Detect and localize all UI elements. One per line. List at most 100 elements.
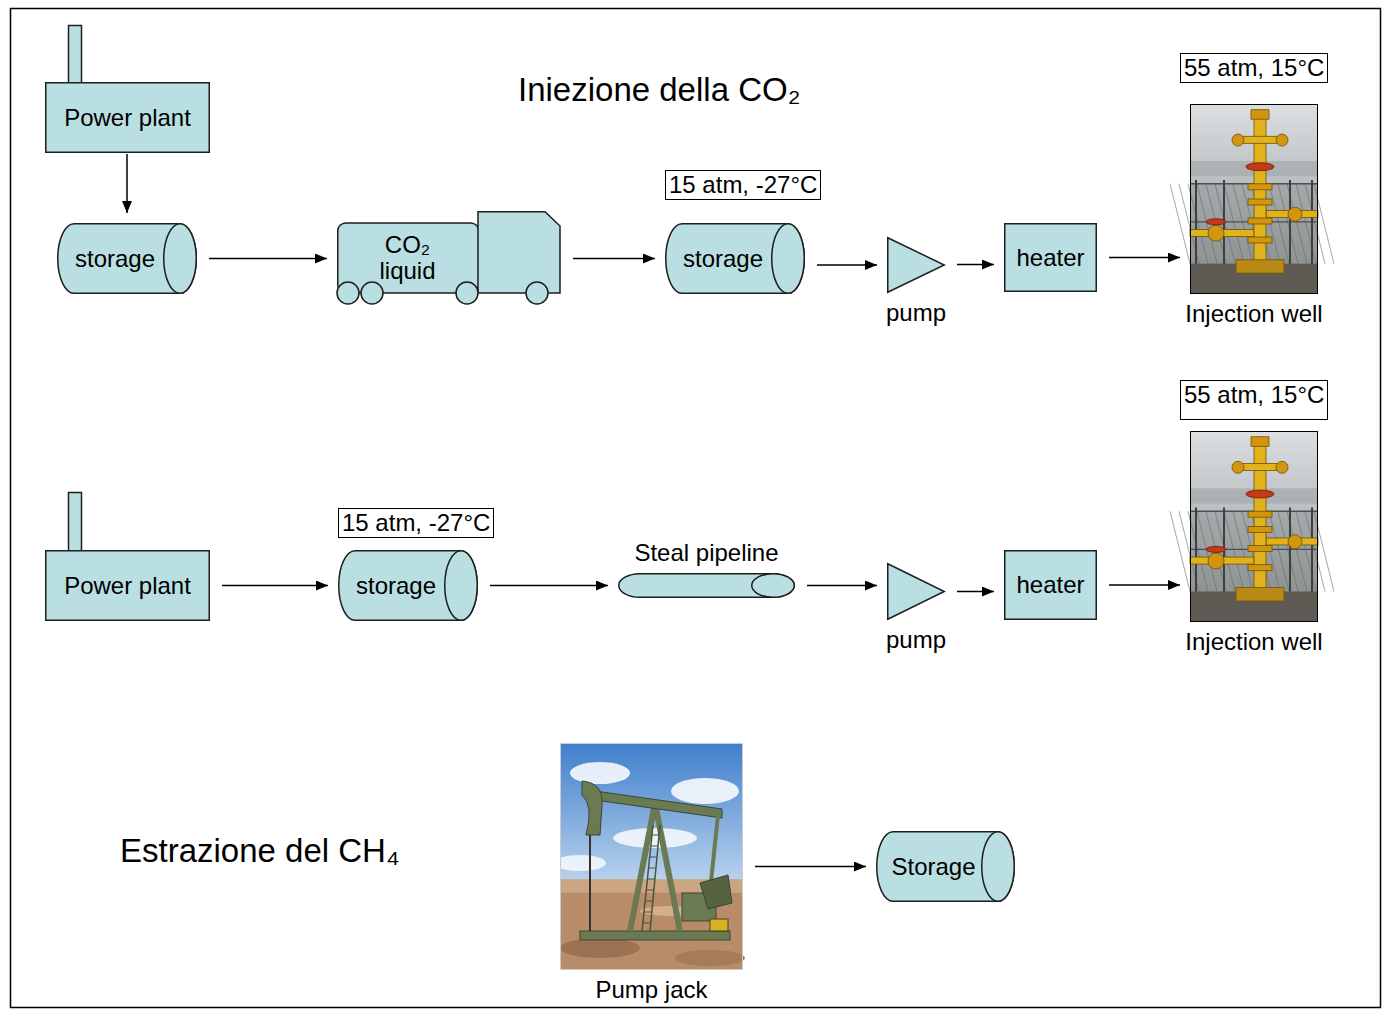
node-label: Power plant — [64, 572, 191, 600]
polished-rod — [589, 835, 591, 931]
text-area: heater — [1004, 550, 1097, 620]
fence-wire — [1170, 511, 1190, 591]
node-cyl: storage — [665, 223, 805, 294]
ladder-rung — [646, 890, 654, 891]
fence-post — [1195, 507, 1197, 593]
node-caption: Injection well — [1185, 300, 1322, 328]
tank-end — [752, 574, 795, 598]
text-area: heater — [1004, 223, 1097, 292]
process-box-outline — [1005, 551, 1097, 620]
pump-symbol — [888, 564, 945, 620]
fence-wire — [1278, 184, 1298, 264]
text-area: storage — [352, 550, 440, 621]
tank-end — [772, 224, 805, 294]
valve — [1232, 134, 1244, 146]
condition-label: 15 atm, -27°C — [665, 170, 821, 200]
fence-wire — [1305, 511, 1325, 591]
truck-cab — [478, 212, 560, 293]
flow-arrow — [490, 585, 608, 587]
flow-arrow — [126, 154, 128, 213]
condition-label: 55 atm, 15°C — [1180, 53, 1328, 83]
shape-outline — [1190, 431, 1318, 622]
flow-arrow — [755, 866, 866, 868]
photo-border — [1191, 432, 1318, 622]
flow-arrow — [573, 258, 655, 260]
tank-end — [164, 224, 197, 294]
diagram-title: Iniezione della CO₂ — [518, 71, 800, 109]
flange — [1248, 565, 1272, 571]
fence-post — [1289, 507, 1291, 593]
ladder-rail — [650, 825, 660, 931]
ground-patch — [675, 950, 745, 966]
node-cyl: storage — [57, 223, 197, 294]
node-caption: Pump jack — [595, 976, 707, 1004]
truck-wheel — [526, 282, 548, 304]
tank-body — [619, 574, 794, 598]
wellhead-cap — [1251, 437, 1269, 447]
condition-label: 55 atm, 15°C — [1180, 380, 1328, 420]
shape-outline — [1190, 104, 1318, 294]
truck-tank — [338, 223, 479, 293]
flange — [1248, 218, 1272, 224]
photo-background — [1190, 431, 1318, 622]
truck-wheel — [361, 282, 383, 304]
truck-wheel — [456, 282, 478, 304]
fence-post — [1195, 180, 1197, 266]
ladder-rung — [647, 879, 655, 880]
fence-wire — [1224, 184, 1244, 264]
chimney — [69, 26, 82, 84]
section-title: Estrazione del CH₄ — [120, 832, 399, 870]
ladder-rung — [643, 923, 651, 924]
node-caption: pump — [886, 299, 946, 327]
node-label: storage — [683, 245, 763, 273]
outer-frame — [11, 9, 1381, 1008]
ladder-rung — [645, 901, 653, 902]
cloud — [554, 855, 606, 871]
node-label: heater — [1016, 244, 1084, 272]
text-area: storage — [679, 223, 767, 294]
node-rect: heater — [1004, 550, 1097, 620]
flange — [1248, 511, 1272, 517]
fence-wire — [1278, 511, 1298, 591]
node-rect: Power plant — [45, 82, 210, 153]
node-truck: CO₂ liquid — [337, 211, 561, 306]
wellhead-base — [1236, 260, 1284, 273]
cloud — [570, 762, 630, 784]
tank-body — [58, 224, 197, 294]
wellhead-base — [1236, 588, 1284, 601]
wellhead-cross — [1240, 463, 1280, 470]
fence-post — [1311, 507, 1313, 593]
ladder-rung — [649, 868, 656, 869]
valve — [1276, 461, 1288, 473]
flow-arrow — [957, 264, 994, 266]
cloud — [671, 778, 739, 804]
flange — [1248, 527, 1272, 533]
node-tri: pump — [887, 237, 945, 293]
fence-wire — [1224, 511, 1244, 591]
node-label: storage — [75, 245, 155, 273]
hand-wheel — [1246, 490, 1274, 498]
text-area: Power plant — [45, 82, 210, 153]
node-rect: Power plant — [45, 550, 210, 621]
wellhead-cap — [1251, 110, 1269, 120]
tank-end — [445, 551, 478, 621]
node-jack: Pump jack — [560, 743, 743, 970]
node-tri: pump — [887, 563, 945, 620]
shape-outline — [337, 211, 561, 306]
node-cyl: storage — [338, 550, 478, 621]
tank-end — [982, 832, 1015, 902]
ladder-rung — [644, 912, 652, 913]
valve — [1276, 134, 1288, 146]
fence-post — [1311, 180, 1313, 266]
samson-post — [655, 803, 680, 931]
ladder-rung — [651, 846, 658, 847]
motor — [710, 919, 728, 931]
ladder-rung — [652, 835, 659, 836]
skid-base — [580, 931, 730, 940]
photo-background — [1190, 104, 1318, 294]
photo-border — [561, 744, 743, 970]
photo-border — [1191, 105, 1318, 294]
node-label: storage — [356, 572, 436, 600]
flow-arrow — [817, 264, 877, 266]
node-well: Injection well — [1190, 431, 1318, 622]
